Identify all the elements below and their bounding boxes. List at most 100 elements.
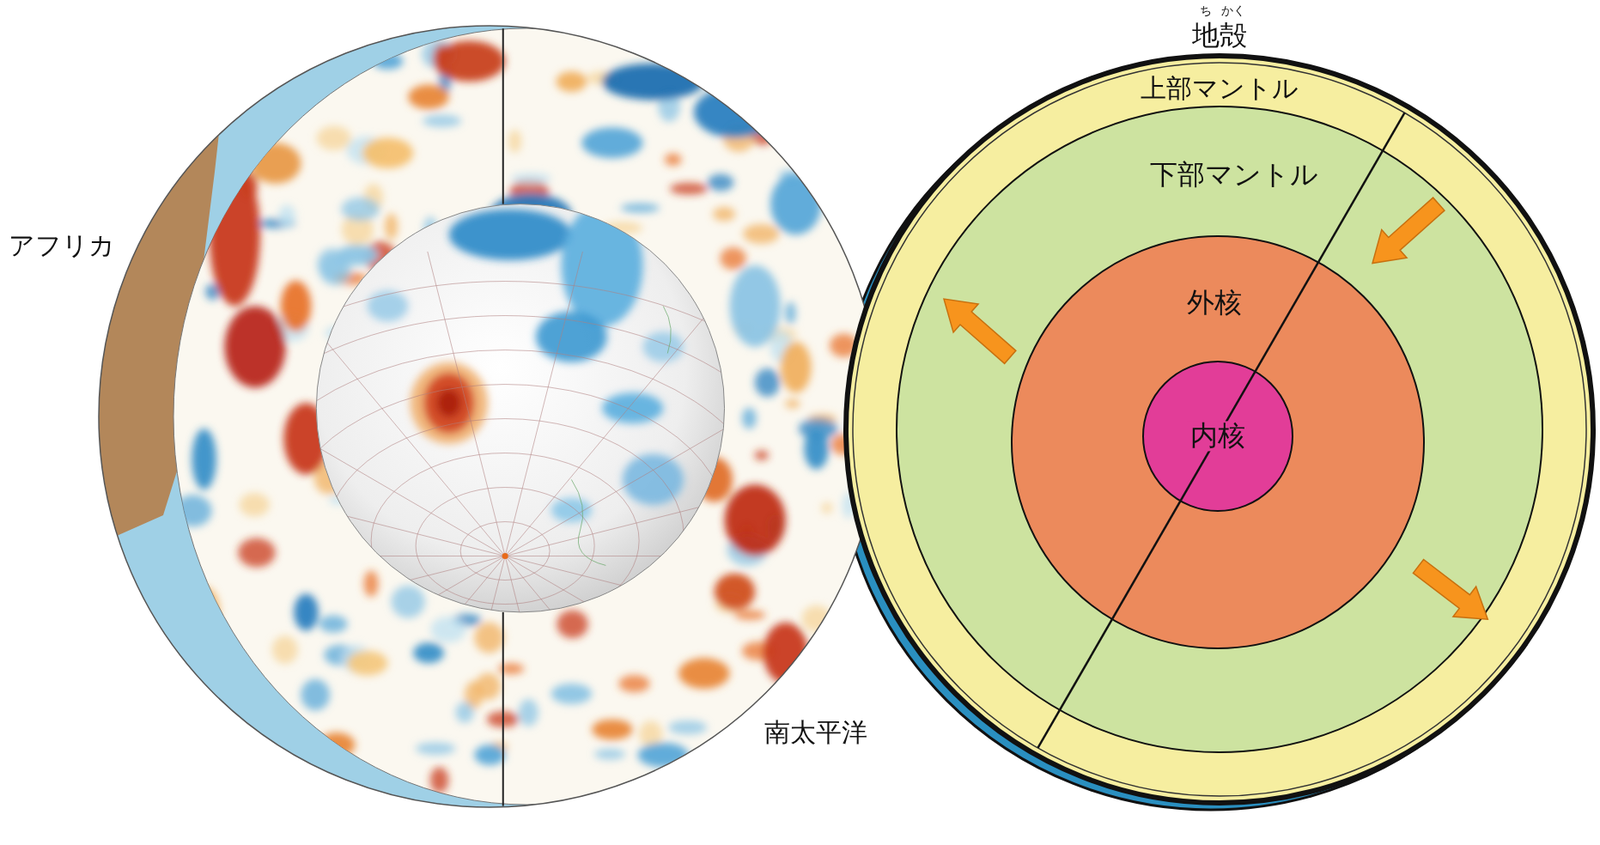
parallel xyxy=(192,316,818,725)
parallel xyxy=(371,453,639,629)
anomaly-blob xyxy=(602,63,705,101)
anomaly-blob xyxy=(622,454,684,505)
layer-shape xyxy=(1143,361,1293,512)
anomaly-blob xyxy=(362,137,414,169)
anomaly-blob xyxy=(390,585,426,619)
anomaly-blob xyxy=(340,197,380,221)
anomaly-blob xyxy=(754,450,769,461)
anomaly-blob xyxy=(449,209,572,261)
anomaly-blob xyxy=(620,203,660,213)
convection-arrow xyxy=(943,298,1016,364)
rotation-axis xyxy=(1037,112,1405,749)
anomaly-blob xyxy=(734,609,766,621)
globe-body xyxy=(85,17,881,808)
anomaly-blob xyxy=(754,368,780,397)
anomaly-blob xyxy=(224,305,286,388)
anomaly-blob xyxy=(508,129,523,153)
anomaly-blob xyxy=(293,593,319,631)
meridian xyxy=(504,357,847,556)
meridian xyxy=(85,556,505,663)
anomaly-blob xyxy=(209,163,261,306)
anomaly-blob xyxy=(730,265,781,347)
anomaly-blob xyxy=(410,362,488,445)
anomaly-blob xyxy=(174,494,213,527)
anomaly-blob xyxy=(638,742,689,768)
anomaly-blob xyxy=(780,341,812,393)
anomaly-blob xyxy=(821,502,833,514)
anomaly-blob xyxy=(591,719,633,741)
core-sphere xyxy=(58,204,952,845)
furigana: かく xyxy=(1221,4,1246,18)
lower-mantle-circle: 下部マントル外核内核 xyxy=(896,106,1543,753)
anomaly-blob xyxy=(318,615,347,633)
meridian xyxy=(504,556,583,845)
globe-rim xyxy=(98,25,881,808)
anomaly-blob xyxy=(560,204,643,328)
anomaly-blob xyxy=(581,127,643,159)
region-label: アフリカ xyxy=(8,231,116,260)
anomaly-blob xyxy=(191,428,217,490)
anomaly-blob xyxy=(770,173,822,235)
anomaly-blob xyxy=(763,622,809,684)
anomaly-blob xyxy=(300,679,330,712)
outer-core-circle: 外核内核 xyxy=(1011,236,1424,649)
meridian xyxy=(281,288,505,557)
anomaly-blob xyxy=(594,748,626,761)
anomaly-blob xyxy=(551,683,593,705)
anomaly-blob xyxy=(316,126,352,151)
region-label: 南太平洋 xyxy=(764,717,868,747)
meridian xyxy=(427,556,505,845)
anomaly-blob xyxy=(384,212,399,240)
convection-arrow xyxy=(1412,559,1488,620)
meridian xyxy=(504,251,583,557)
anomaly-blob xyxy=(318,732,356,758)
anomaly-blob xyxy=(802,605,832,633)
convection-arrow xyxy=(1372,197,1445,263)
layer-label: 内核 xyxy=(1186,420,1249,451)
parallel xyxy=(326,419,684,653)
anomaly-blob xyxy=(556,71,588,92)
anomaly-blob xyxy=(602,392,664,424)
layer-shape xyxy=(845,55,1594,804)
parallel xyxy=(237,350,773,701)
anomaly-blob xyxy=(719,247,746,270)
core-sphere-fill xyxy=(316,204,724,613)
illustration-part xyxy=(174,39,881,794)
meridian xyxy=(58,555,505,557)
anomaly-blob xyxy=(618,675,650,693)
layer-shape xyxy=(852,62,1587,797)
anomaly-blob xyxy=(239,492,270,518)
anomaly-blob xyxy=(784,302,796,325)
layer-shape xyxy=(896,106,1543,753)
anomaly-blob xyxy=(724,484,786,556)
pole-dot xyxy=(502,553,509,560)
anomaly-blob xyxy=(249,142,301,184)
meridian xyxy=(163,357,505,556)
anomaly-blob xyxy=(474,744,505,766)
inner-core-circle: 内核 xyxy=(1143,361,1293,512)
parallel xyxy=(460,522,550,581)
anomaly-blob xyxy=(413,643,445,664)
axis-line xyxy=(502,612,505,807)
anomaly-blob xyxy=(415,742,456,755)
anomaly-blob xyxy=(433,41,505,83)
anomaly-blob xyxy=(551,498,593,524)
anomaly-blob xyxy=(535,310,608,362)
anomaly-blob xyxy=(668,720,707,736)
upper-mantle-band: 上部マントル下部マントル外核内核 xyxy=(852,62,1587,797)
anomaly-blob xyxy=(367,291,409,323)
meridian xyxy=(85,450,505,556)
anomaly-blob xyxy=(678,657,730,689)
anomaly-blob xyxy=(474,622,505,654)
anomaly-blob xyxy=(430,766,450,793)
layer-label: 下部マントル xyxy=(1149,159,1319,190)
furigana: ち xyxy=(1199,4,1212,18)
anomaly-blob xyxy=(455,701,474,723)
layer-label: 上部マントル xyxy=(1140,73,1299,103)
anomaly-blob xyxy=(336,244,378,266)
anomaly-blob xyxy=(669,182,708,195)
anomaly-blob xyxy=(237,538,276,568)
anomaly-blob xyxy=(556,610,589,639)
layer-shape xyxy=(1011,236,1424,649)
meridian xyxy=(163,556,505,755)
